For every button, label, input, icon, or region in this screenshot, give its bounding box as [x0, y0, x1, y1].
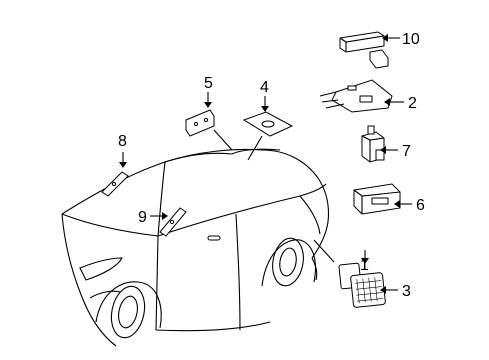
callout-9: 9	[138, 209, 168, 226]
part-5-bracket	[185, 109, 215, 137]
car-illustration	[61, 148, 335, 347]
callout-label-5: 5	[204, 75, 213, 92]
callout-2: 2	[384, 95, 417, 112]
callout-4: 4	[260, 79, 269, 112]
callout-6: 6	[394, 197, 425, 214]
callout-label-2: 2	[408, 95, 417, 112]
callout-5: 5	[204, 75, 213, 108]
part-1-3-speaker-grille	[338, 262, 386, 308]
callout-7: 7	[380, 143, 411, 160]
part-4-plate	[242, 111, 294, 137]
callout-label-6: 6	[416, 197, 425, 214]
callout-3: 3	[380, 283, 411, 300]
part-5-leader-to-car	[213, 129, 233, 151]
part-8-windshield-part	[101, 171, 129, 197]
callout-label-3: 3	[402, 283, 411, 300]
callout-label-9: 9	[138, 209, 147, 226]
callout-label-8: 8	[118, 133, 127, 150]
callout-label-7: 7	[402, 143, 411, 160]
part-7-sensor	[361, 125, 385, 163]
part-4-leader-to-car	[247, 135, 263, 161]
part-10-module	[339, 31, 389, 69]
callout-label-10: 10	[402, 31, 420, 48]
callout-label-1: 1	[360, 257, 369, 274]
callout-1: 1	[360, 250, 369, 274]
callout-label-4: 4	[260, 79, 269, 96]
part-9-hood-part	[159, 207, 187, 237]
part-2-control-unit	[319, 79, 393, 113]
callout-10: 10	[382, 31, 420, 48]
part-6-box-module	[353, 183, 401, 215]
callout-8: 8	[118, 133, 127, 168]
